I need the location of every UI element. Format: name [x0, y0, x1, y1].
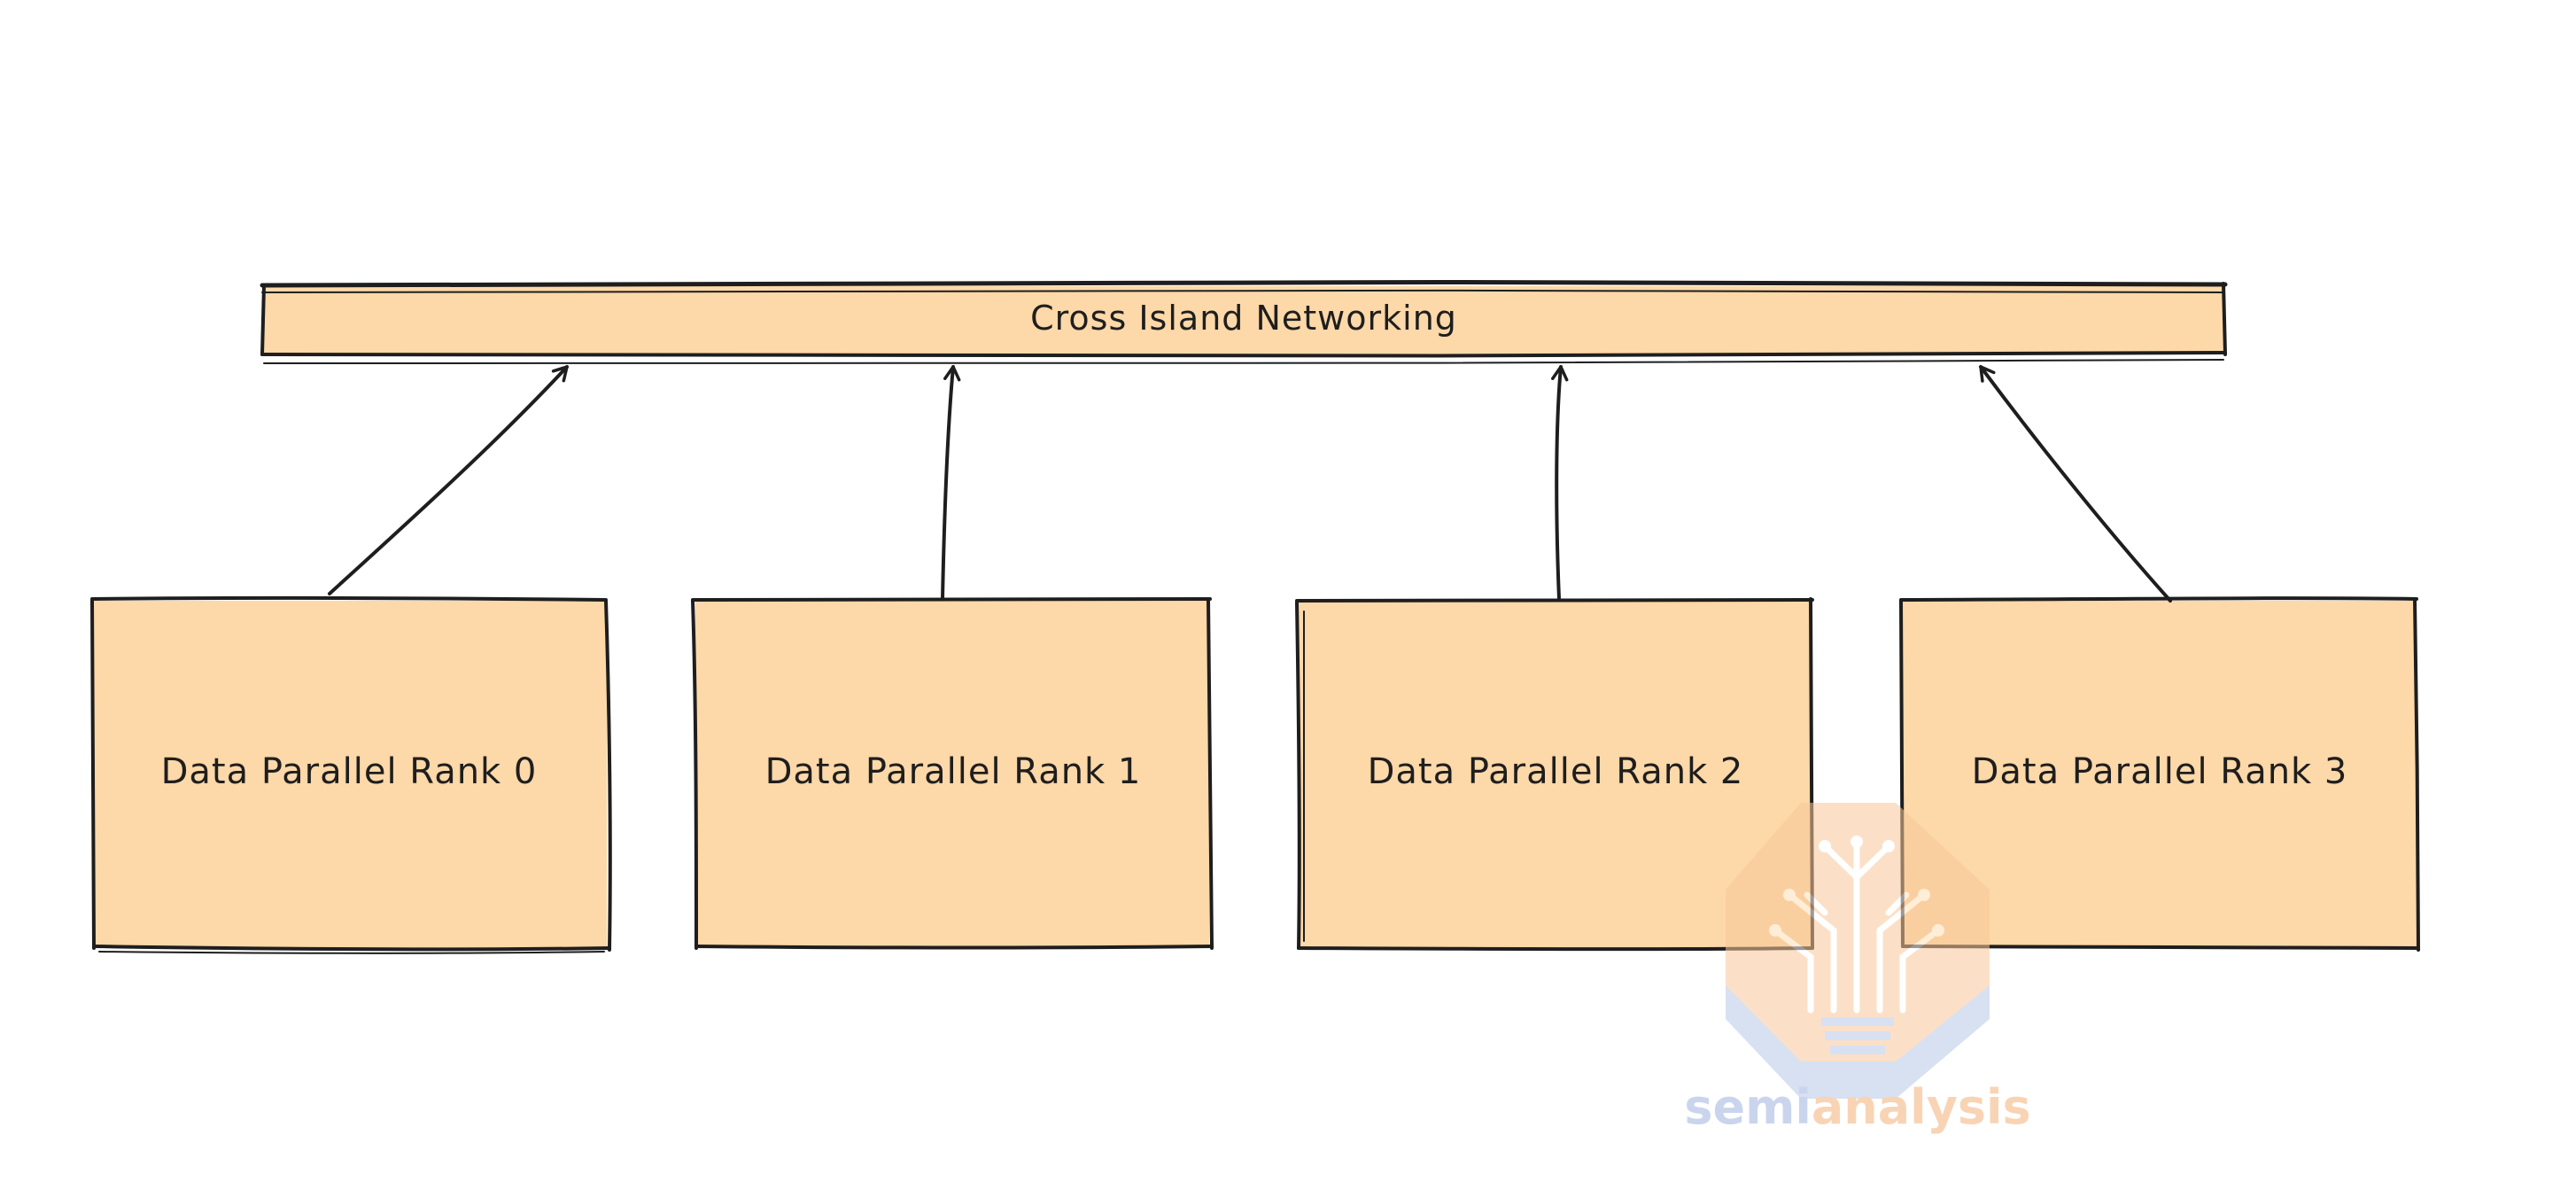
arrow-rank-3	[1979, 365, 2172, 603]
arrow-rank-2	[1551, 365, 1569, 601]
rank-box-1: Data Parallel Rank 1	[691, 596, 1214, 950]
arrow-rank-1	[941, 365, 961, 601]
semianalysis-watermark: semianalysis	[1684, 803, 2031, 1135]
rank-label-2: Data Parallel Rank 2	[1368, 751, 1744, 792]
watermark-brand-part1: semi	[1684, 1079, 1812, 1135]
rank-label-3: Data Parallel Rank 3	[1972, 751, 2348, 792]
arrow-rank-0	[328, 365, 569, 595]
rank-label-1: Data Parallel Rank 1	[765, 751, 1142, 792]
cross-island-networking-bar: Cross Island Networking	[260, 279, 2228, 365]
watermark-brand-text: semianalysis	[1684, 1079, 2030, 1135]
rank-label-0: Data Parallel Rank 0	[161, 751, 538, 792]
watermark-brand-part2: analysis	[1812, 1079, 2031, 1135]
lightbulb-circuit-icon	[1726, 803, 1990, 1099]
cross-island-networking-label: Cross Island Networking	[1030, 299, 1457, 338]
rank-box-0: Data Parallel Rank 0	[90, 595, 612, 954]
